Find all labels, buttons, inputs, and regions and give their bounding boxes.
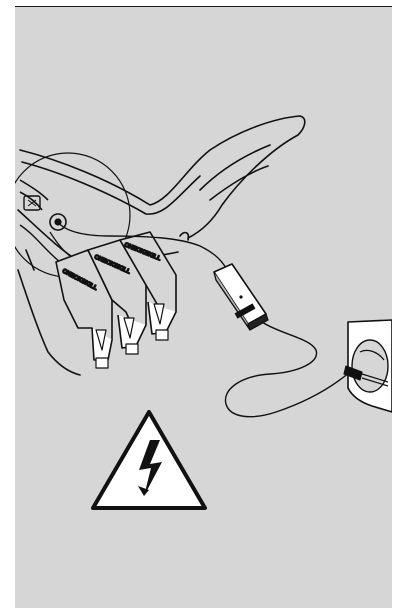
power-adapter-icon <box>214 264 268 330</box>
charging-cable-ac <box>225 322 350 417</box>
illustration-panel: CHECKSKILL CHECKSKILL CHECKSKILL <box>15 7 392 608</box>
wall-outlet-icon <box>344 320 392 412</box>
battery-packs: CHECKSKILL CHECKSKILL CHECKSKILL <box>56 232 176 368</box>
electrical-hazard-warning-icon <box>93 412 205 508</box>
charging-diagram: CHECKSKILL CHECKSKILL CHECKSKILL <box>15 7 392 608</box>
